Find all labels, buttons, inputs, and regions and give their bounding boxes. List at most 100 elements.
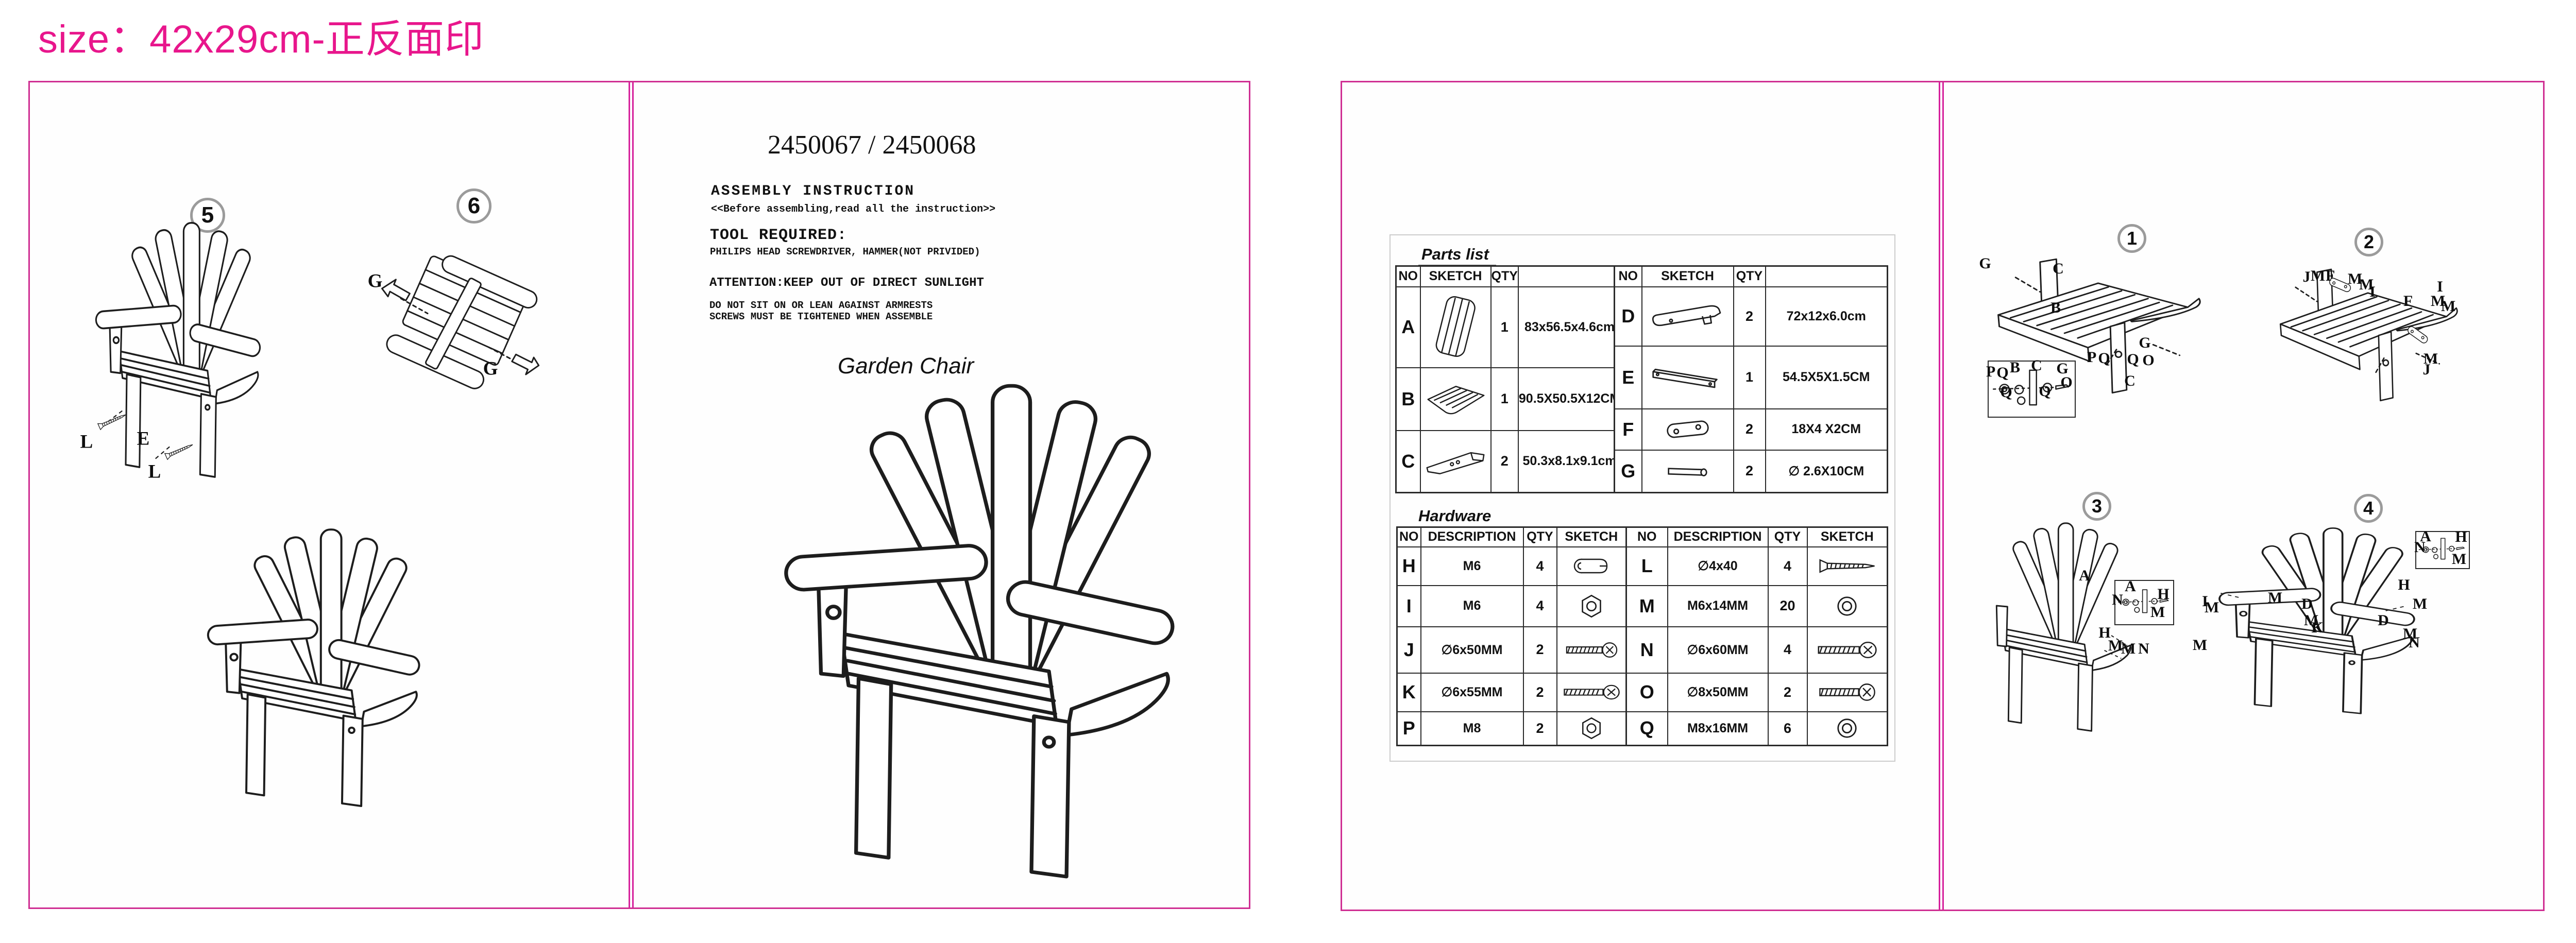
parts-row-c: C 2 50.3x8.1x9.1cm (1395, 430, 1622, 493)
step-2-number: 2 (2363, 231, 2375, 252)
assembled-chair-drawing (202, 527, 421, 813)
part-f-bracket-sketch-icon (1641, 408, 1734, 451)
attention-line: ATTENTION:KEEP OUT OF DIRECT SUNLIGHT (709, 276, 984, 290)
parts-list-table-right: NO SKETCH QTY D 2 72x12x6.0cm E 1 54.5X5… (1614, 265, 1888, 493)
hardware-row-i: I M6 4 (1396, 585, 1627, 627)
part-label-m: M (2347, 270, 2363, 287)
part-label-a: A (2125, 578, 2136, 595)
part-label-n: N (2138, 640, 2149, 657)
part-label-d: D (2378, 612, 2389, 629)
page-right-center-divider (1939, 82, 1944, 910)
garden-chair-drawing (776, 381, 1177, 888)
screw-icon (1556, 672, 1627, 712)
part-label-m: M (2441, 298, 2456, 315)
part-d-armrest-sketch-icon (1641, 286, 1734, 347)
part-label-o: O (2060, 374, 2073, 391)
part-a-backrest-sketch-icon (1419, 286, 1492, 368)
warning-line-2: SCREWS MUST BE TIGHTENED WHEN ASSEMBLE (709, 311, 933, 322)
part-label-q: Q (2098, 350, 2110, 367)
screw-icon (1806, 672, 1888, 712)
parts-row-b: B 1 90.5X50.5X12CM (1395, 367, 1622, 431)
page-left: 5 6 2450067 / 2450068 ASSEMBLY INSTRUCTI… (28, 81, 1250, 909)
part-label-c: C (2053, 260, 2064, 277)
part-label-m: M (2412, 595, 2428, 612)
part-label-o: O (2142, 352, 2155, 369)
part-label-n: N (2414, 539, 2426, 556)
tables-outline-box (1389, 234, 1895, 762)
part-label-g: G (2056, 360, 2069, 377)
part-label-m: M (2150, 604, 2165, 621)
part-label-m: M (2267, 589, 2283, 606)
parts-row-d: D 2 72x12x6.0cm (1614, 286, 1888, 347)
part-label-q: Q (2127, 351, 2139, 368)
page-right: Parts list Hardware (1341, 81, 2545, 911)
part-label-f: F (2325, 267, 2335, 284)
part-label-e: E (137, 428, 150, 450)
part-e-board-sketch-icon (1641, 345, 1734, 409)
hardware-row-k: K ∅6x55MM 2 (1396, 672, 1627, 712)
part-label-n: N (2112, 591, 2123, 608)
part-label-a: A (2420, 528, 2431, 545)
part-label-g: G (483, 358, 498, 380)
parts-list-table-left: NO SKETCH QTY A 1 83x56.5x4.6cm B 1 90.5… (1395, 265, 1622, 493)
step-6-folded-chair-drawing (362, 243, 561, 407)
part-label-h: H (2455, 528, 2467, 545)
step-5-number: 5 (201, 202, 214, 228)
step-2-badge: 2 (2354, 228, 2383, 256)
part-label-b: B (2050, 299, 2061, 316)
part-label-j: J (2422, 361, 2431, 378)
part-label-p: P (1986, 363, 1996, 380)
hardware-row-l: L ∅4x40 4 (1625, 546, 1888, 586)
part-label-q: Q (2000, 384, 2012, 401)
read-instruction-note: <<Before assembling,read all the instruc… (711, 203, 996, 215)
parts-row-a: A 1 83x56.5x4.6cm (1395, 286, 1622, 368)
product-name: Garden Chair (838, 353, 974, 379)
part-label-j: J (2302, 268, 2311, 285)
part-c-leg-sketch-icon (1419, 430, 1492, 493)
part-label-m: M (2121, 640, 2136, 657)
parts-row-f: F 2 18X4 X2CM (1614, 408, 1888, 451)
screw-icon (1806, 626, 1888, 674)
part-label-q: Q (1996, 364, 2009, 381)
part-label-m: M (2423, 350, 2438, 367)
part-label-h: H (2157, 586, 2170, 603)
part-label-g: G (1979, 255, 1991, 272)
hardware-row-o: O ∅8x50MM 2 (1625, 672, 1888, 712)
step-1-badge: 1 (2117, 224, 2146, 253)
step-3-chair-drawing (1988, 521, 2136, 735)
warning-line-1: DO NOT SIT ON OR LEAN AGAINST ARMRESTS (709, 300, 933, 311)
hardware-table-right: NO DESCRIPTION QTY SKETCH L ∅4x40 4 M M6… (1625, 526, 1888, 746)
part-label-h: H (2398, 576, 2410, 593)
part-label-f: F (2403, 293, 2413, 310)
part-label-g: G (367, 270, 383, 292)
hardware-row-j: J ∅6x50MM 2 (1396, 626, 1627, 674)
part-label-c: C (2124, 372, 2136, 389)
size-label: size：42x29cm-正反面印 (38, 18, 484, 61)
step-4-badge: 4 (2354, 494, 2383, 523)
part-b-seat-sketch-icon (1419, 367, 1492, 431)
parts-col-size (1517, 265, 1622, 287)
part-label-n: N (2409, 634, 2420, 651)
step-4-chair-drawing (2214, 526, 2416, 718)
washer-icon (1806, 711, 1888, 746)
assembly-instruction-heading: ASSEMBLY INSTRUCTION (711, 183, 916, 199)
tool-required-heading: TOOL REQUIRED: (710, 227, 848, 244)
washer-icon (1806, 585, 1888, 627)
step-3-badge: 3 (2082, 492, 2111, 521)
part-label-m: M (2108, 637, 2123, 654)
hardware-row-h: H M6 4 (1396, 546, 1627, 586)
part-label-m: M (2204, 599, 2219, 616)
part-label-g: G (2139, 334, 2151, 351)
part-label-d: D (2301, 595, 2313, 612)
parts-row-e: E 1 54.5X5X1.5CM (1614, 345, 1888, 409)
hardware-row-q: Q M8x16MM 6 (1625, 711, 1888, 746)
step-5-chair-drawing (92, 220, 262, 483)
part-label-q: Q (2039, 383, 2051, 400)
tool-required-detail: PHILIPS HEAD SCREWDRIVER, HAMMER(NOT PRI… (710, 246, 980, 258)
part-label-i: I (2202, 593, 2208, 610)
parts-list-title: Parts list (1418, 245, 1496, 266)
part-label-m: M (2359, 276, 2374, 293)
hardware-row-n: N ∅6x60MM 4 (1625, 626, 1888, 674)
part-label-m: M (2303, 612, 2319, 629)
